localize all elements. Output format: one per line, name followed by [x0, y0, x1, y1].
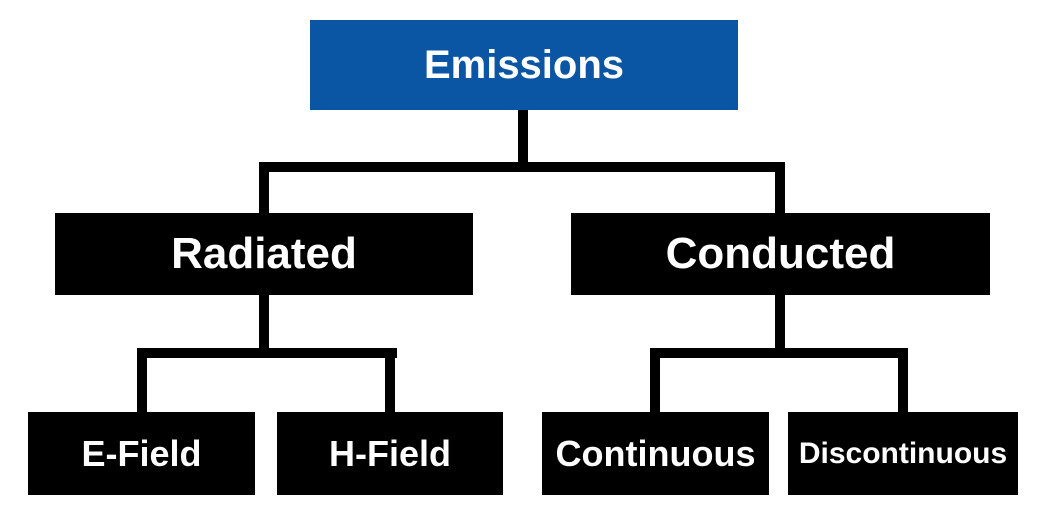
node-conducted: Conducted: [571, 213, 990, 295]
connector-drop-e-field: [137, 358, 147, 412]
connector-radiated-children-bar: [137, 348, 397, 358]
connector-conducted-children-bar: [650, 348, 908, 358]
connector-emissions-stub: [518, 110, 528, 172]
connector-drop-continuous: [650, 358, 660, 412]
connector-drop-conducted: [775, 172, 785, 213]
connector-radiated-stub: [259, 295, 269, 358]
node-discontinuous: Discontinuous: [788, 412, 1018, 495]
node-h-field: H-Field: [277, 412, 503, 495]
connector-conducted-stub: [775, 295, 785, 358]
node-continuous: Continuous: [542, 412, 769, 495]
node-e-field: E-Field: [28, 412, 255, 495]
connector-drop-radiated: [259, 172, 269, 213]
connector-drop-discontinuous: [898, 358, 908, 412]
connector-level1-bar: [259, 162, 785, 172]
connector-drop-h-field: [385, 358, 395, 412]
node-emissions: Emissions: [310, 20, 738, 110]
node-radiated: Radiated: [55, 213, 473, 295]
